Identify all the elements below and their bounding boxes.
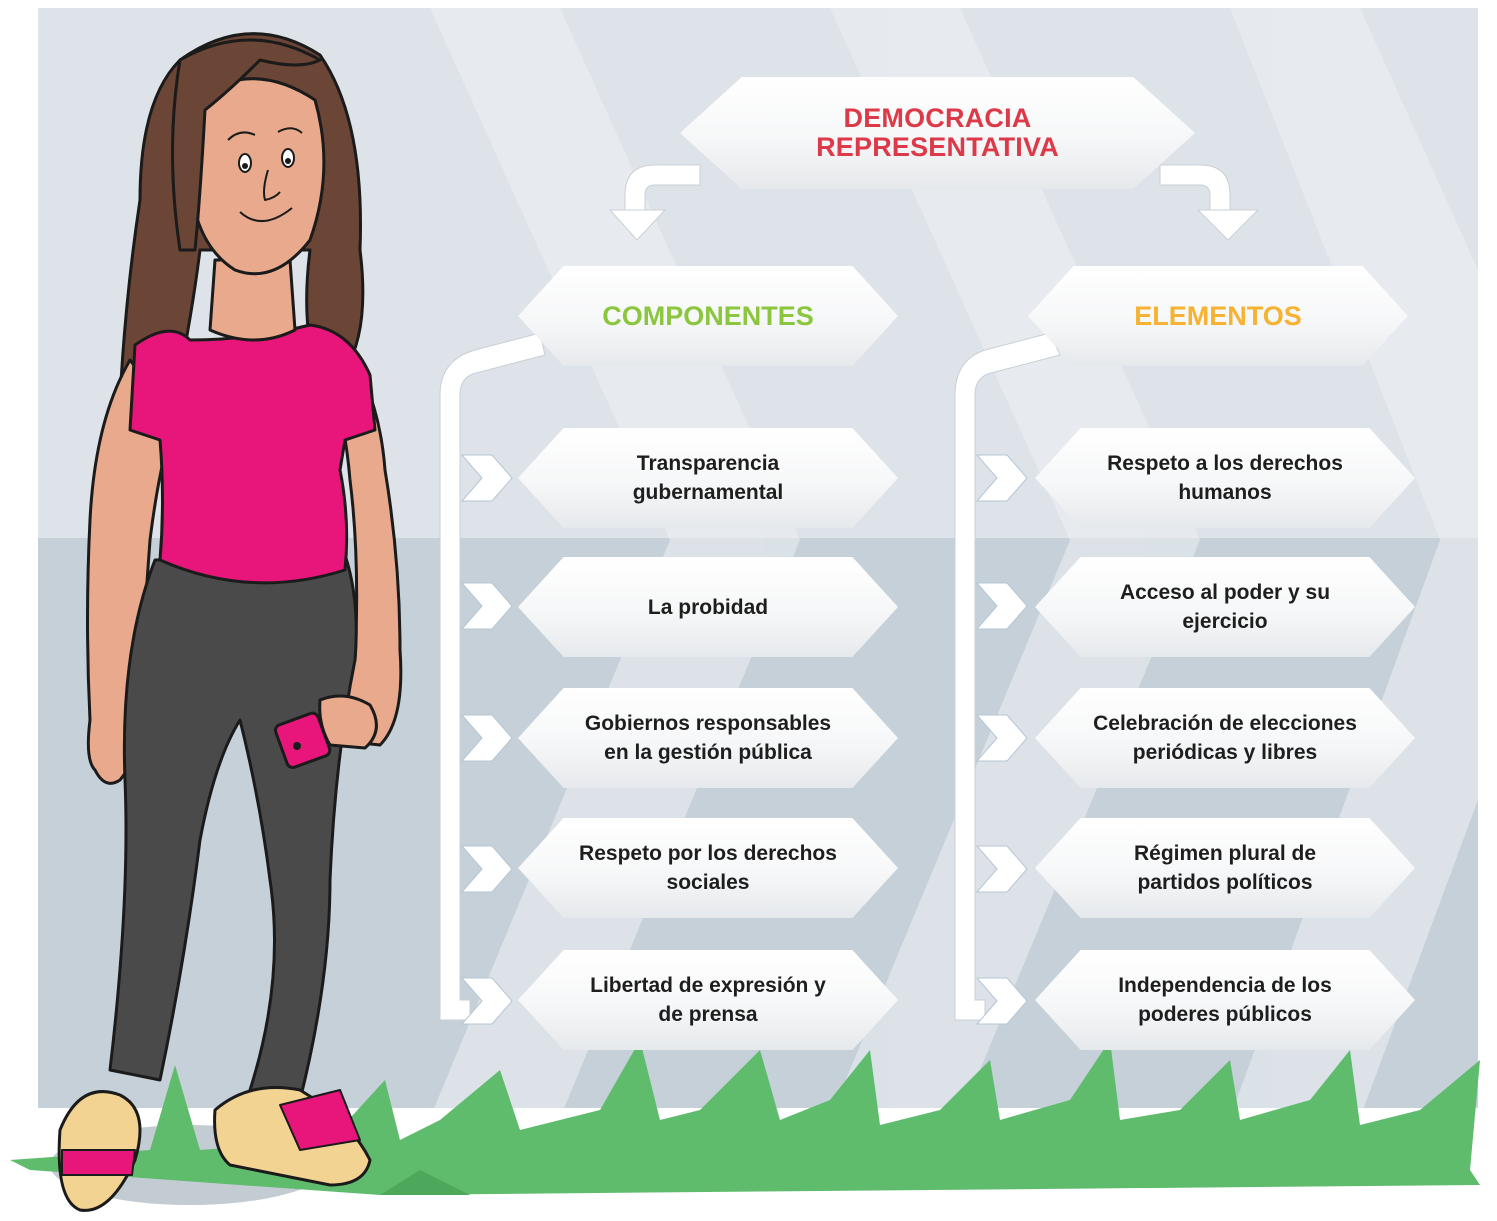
elementos-item: Régimen plural de partidos políticos (1035, 818, 1415, 918)
componentes-item: Libertad de expresión y de prensa (518, 950, 898, 1050)
diagram-title: DEMOCRACIA REPRESENTATIVA (680, 77, 1195, 189)
elementos-item: Independencia de los poderes públicos (1035, 950, 1415, 1050)
woman-illustration (57, 32, 403, 1212)
elementos-bracket (954, 332, 1061, 1021)
elementos-item: Acceso al poder y su ejercicio (1035, 557, 1415, 657)
elementos-item: Celebración de elecciones periódicas y l… (1035, 688, 1415, 788)
heading-componentes: COMPONENTES (518, 266, 898, 366)
componentes-item: La probidad (518, 557, 898, 657)
componentes-bracket (439, 332, 546, 1021)
elementos-item: Respeto a los derechos humanos (1035, 428, 1415, 528)
componentes-item: Respeto por los derechos sociales (518, 818, 898, 918)
componentes-item: Transparencia gubernamental (518, 428, 898, 528)
componentes-item: Gobiernos responsables en la gestión púb… (518, 688, 898, 788)
item-chevrons (460, 454, 1028, 1025)
heading-elementos: ELEMENTOS (1028, 266, 1408, 366)
grass (10, 1040, 1480, 1195)
title-connectors (608, 164, 1260, 241)
